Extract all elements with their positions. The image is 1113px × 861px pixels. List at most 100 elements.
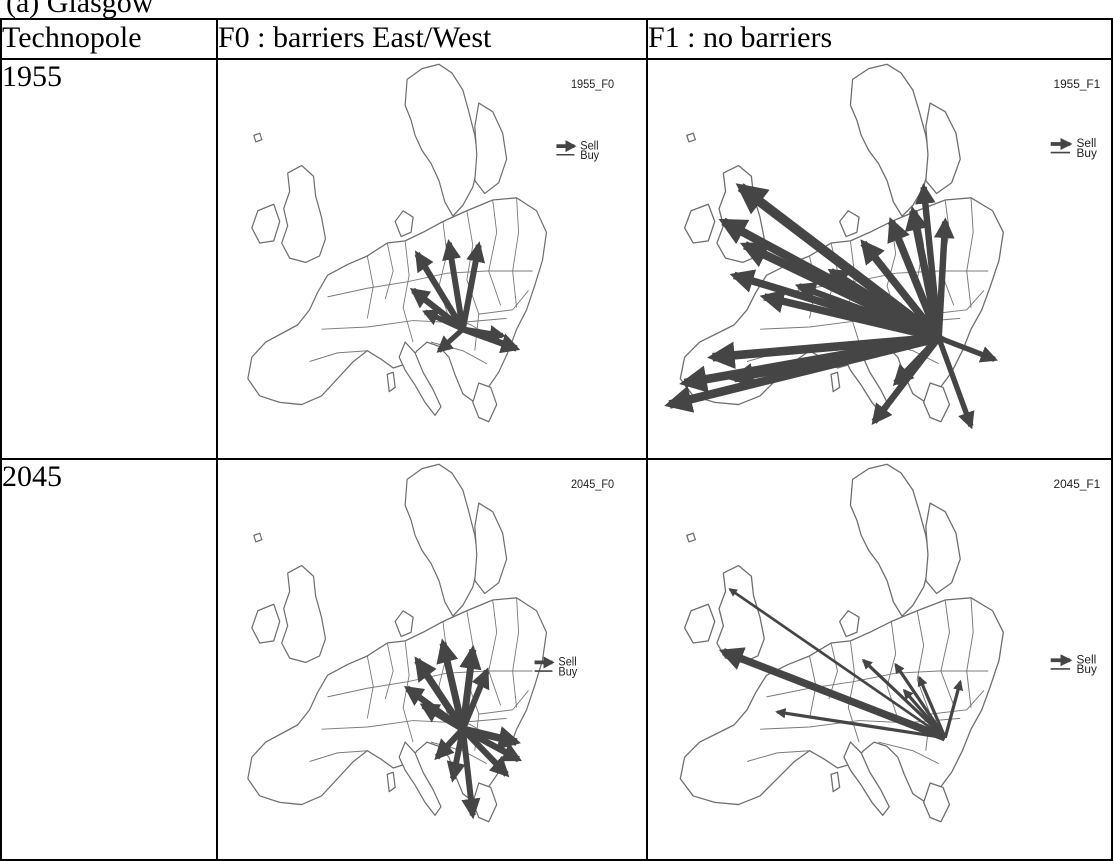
flow-arrow: [739, 241, 941, 342]
header-row: Technopole F0 : barriers East/West F1 : …: [0, 18, 1113, 60]
country-outline: [923, 782, 951, 823]
flow-arrow: [434, 727, 465, 761]
country-border: [366, 255, 374, 319]
country-border: [478, 690, 529, 715]
country-border: [321, 317, 507, 330]
country-border: [966, 598, 974, 709]
flow-arrow: [422, 309, 464, 332]
country-outline: [923, 382, 951, 423]
map-outline: [679, 464, 1004, 823]
flow-arrow: [936, 336, 975, 430]
country-outline: [839, 610, 860, 638]
flow-arrow: [933, 217, 955, 338]
country-outline: [830, 371, 841, 393]
country-border: [488, 600, 502, 707]
header-f1: F1 : no barriers: [646, 18, 1113, 60]
flow-arrow: [728, 588, 946, 740]
flow-arrow: [759, 289, 940, 342]
results-table: Technopole F0 : barriers East/West F1 : …: [0, 18, 1113, 861]
country-border: [878, 742, 939, 765]
country-outline: [839, 210, 860, 238]
map-label: 1955_F0: [571, 79, 614, 91]
flow-arrow: [794, 282, 940, 341]
country-border: [512, 197, 520, 308]
map-outline: [247, 63, 548, 423]
country-outline: [404, 464, 480, 618]
flow-arrow: [460, 727, 510, 778]
country-border: [478, 290, 529, 315]
flow-arrow: [459, 729, 481, 820]
flow-arrow: [827, 268, 941, 341]
flow-arrow: [459, 241, 486, 330]
country-border: [488, 199, 502, 306]
country-outline: [683, 604, 716, 645]
flow-arrow: [446, 728, 466, 784]
country-outline: [251, 203, 281, 244]
country-outline: [686, 532, 697, 543]
flow-arrow: [419, 703, 465, 733]
flow-arrow: [860, 239, 942, 341]
country-border: [327, 270, 533, 298]
country-border: [940, 600, 955, 707]
country-outline: [253, 132, 263, 143]
country-border: [309, 750, 368, 763]
flow-arrow: [461, 726, 523, 763]
map-outline: [679, 63, 1004, 423]
flow-arrow: [729, 334, 940, 387]
flow-arrow: [887, 217, 943, 340]
country-outline: [849, 63, 931, 217]
legend-sell-label: Sell: [1077, 653, 1097, 667]
country-border: [930, 690, 985, 715]
legend-buy-label: Buy: [1077, 663, 1097, 677]
flow-arrow: [917, 675, 947, 739]
flow-arrow: [775, 708, 946, 740]
header-f0: F0 : barriers East/West: [216, 18, 648, 60]
flow-arrows: [403, 638, 523, 820]
flow-arrow: [462, 325, 506, 343]
country-border: [309, 350, 368, 362]
country-outline: [925, 502, 961, 595]
year-cell: 2045: [0, 458, 218, 861]
country-outline: [281, 164, 327, 264]
country-outline: [474, 102, 508, 195]
flow-arrow: [937, 335, 998, 363]
header-technopole: Technopole: [0, 18, 218, 60]
flow-arrow: [460, 667, 490, 731]
country-border: [321, 718, 507, 731]
country-outline: [404, 63, 480, 217]
flow-arrow: [735, 183, 942, 342]
country-border: [759, 718, 961, 731]
country-outline: [394, 210, 414, 238]
legend-buy-label: Buy: [1077, 146, 1097, 160]
country-outline: [849, 464, 931, 618]
flow-arrow: [943, 680, 964, 739]
flow-arrow: [436, 327, 465, 353]
flow-arrow: [718, 647, 947, 742]
map-label: 2045_F1: [1054, 477, 1101, 491]
country-outline: [394, 610, 414, 638]
year-cell: 1955: [0, 57, 218, 461]
country-outline: [830, 771, 841, 793]
country-outline: [472, 382, 498, 423]
country-border: [384, 242, 394, 300]
flow-arrows: [718, 588, 964, 742]
country-outline: [683, 203, 716, 244]
flow-arrow: [871, 335, 942, 426]
country-outline: [253, 532, 263, 543]
country-border: [466, 210, 480, 351]
country-outline: [843, 741, 890, 817]
country-outline: [398, 741, 442, 817]
country-outline: [472, 782, 498, 823]
country-outline: [386, 771, 396, 793]
country-border: [402, 240, 414, 343]
